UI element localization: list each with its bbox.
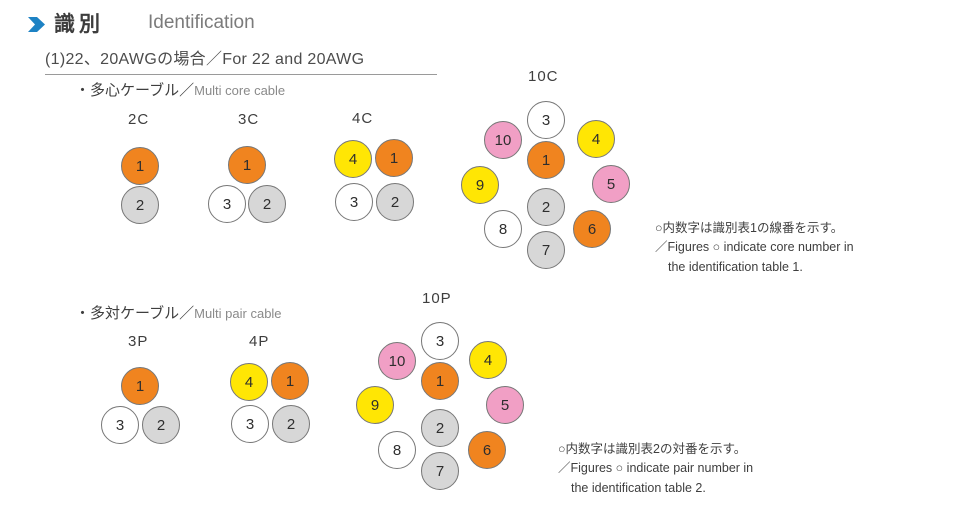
section-label-en: Multi core cable — [194, 83, 286, 98]
note-line: ／Figures ○ indicate pair number in — [558, 461, 754, 476]
section-label-multi-pair: ・多対ケーブル／Multi pair cable — [75, 302, 282, 323]
core-circle-4p-3: 3 — [231, 405, 269, 443]
core-circle-10p-5: 5 — [486, 386, 524, 424]
core-circle-3c-1: 1 — [228, 146, 266, 184]
core-circle-4c-1: 1 — [375, 139, 413, 177]
group-label-3c: 3C — [238, 111, 260, 128]
core-circle-4p-1: 1 — [271, 362, 309, 400]
core-circle-4p-4: 4 — [230, 363, 268, 401]
core-circle-10p-4: 4 — [469, 341, 507, 379]
core-circle-10c-6: 6 — [573, 210, 611, 248]
core-circle-3c-3: 3 — [208, 185, 246, 223]
section-label-jp: ・多対ケーブル／ — [75, 305, 195, 322]
core-circle-10c-5: 5 — [592, 165, 630, 203]
note-line: ○内数字は識別表2の対番を示す。 — [558, 442, 747, 456]
core-circle-10p-1: 1 — [421, 362, 459, 400]
note-line: the identification table 1. — [668, 259, 803, 274]
note-line: ○内数字は識別表1の線番を示す。 — [655, 221, 844, 235]
core-circle-4c-3: 3 — [335, 183, 373, 221]
page-title-jp: 識別 — [54, 13, 104, 36]
group-label-2c: 2C — [128, 111, 150, 128]
page-header: 識別 Identification — [28, 8, 255, 38]
core-circle-10c-1: 1 — [527, 141, 565, 179]
core-circle-10c-2: 2 — [527, 188, 565, 226]
group-label-4p: 4P — [249, 333, 270, 350]
core-circle-3p-1: 1 — [121, 367, 159, 405]
core-circle-10p-3: 3 — [421, 322, 459, 360]
note-line: the identification table 2. — [571, 480, 706, 495]
note-multi-pair: ○内数字は識別表2の対番を示す。 ／Figures ○ indicate pair… — [558, 440, 753, 498]
section-label-jp: ・多心ケーブル／ — [75, 82, 195, 99]
core-circle-10c-7: 7 — [527, 231, 565, 269]
group-label-3p: 3P — [128, 333, 149, 350]
section-label-multi-core: ・多心ケーブル／Multi core cable — [75, 79, 285, 100]
core-circle-4p-2: 2 — [272, 405, 310, 443]
group-label-10p: 10P — [422, 290, 452, 307]
core-circle-10c-4: 4 — [577, 120, 615, 158]
core-circle-4c-2: 2 — [376, 183, 414, 221]
core-circle-10p-8: 8 — [378, 431, 416, 469]
core-circle-10c-3: 3 — [527, 101, 565, 139]
note-line: ／Figures ○ indicate core number in — [655, 240, 854, 255]
core-circle-10p-10: 10 — [378, 342, 416, 380]
subtitle: (1)22、20AWGの場合／For 22 and 20AWG — [45, 45, 437, 75]
core-circle-3p-2: 2 — [142, 406, 180, 444]
arrow-icon — [28, 17, 45, 32]
group-label-10c: 10C — [528, 68, 559, 85]
core-circle-4c-4: 4 — [334, 140, 372, 178]
core-circle-10p-9: 9 — [356, 386, 394, 424]
core-circle-10p-6: 6 — [468, 431, 506, 469]
core-circle-10c-10: 10 — [484, 121, 522, 159]
page-title-en: Identification — [148, 12, 255, 33]
core-circle-3c-2: 2 — [248, 185, 286, 223]
core-circle-10p-2: 2 — [421, 409, 459, 447]
core-circle-2c-2: 2 — [121, 186, 159, 224]
core-circle-3p-3: 3 — [101, 406, 139, 444]
note-multi-core: ○内数字は識別表1の線番を示す。 ／Figures ○ indicate core… — [655, 219, 854, 277]
core-circle-10c-8: 8 — [484, 210, 522, 248]
group-label-4c: 4C — [352, 110, 374, 127]
core-circle-2c-1: 1 — [121, 147, 159, 185]
core-circle-10p-7: 7 — [421, 452, 459, 490]
section-label-en: Multi pair cable — [194, 306, 282, 321]
core-circle-10c-9: 9 — [461, 166, 499, 204]
